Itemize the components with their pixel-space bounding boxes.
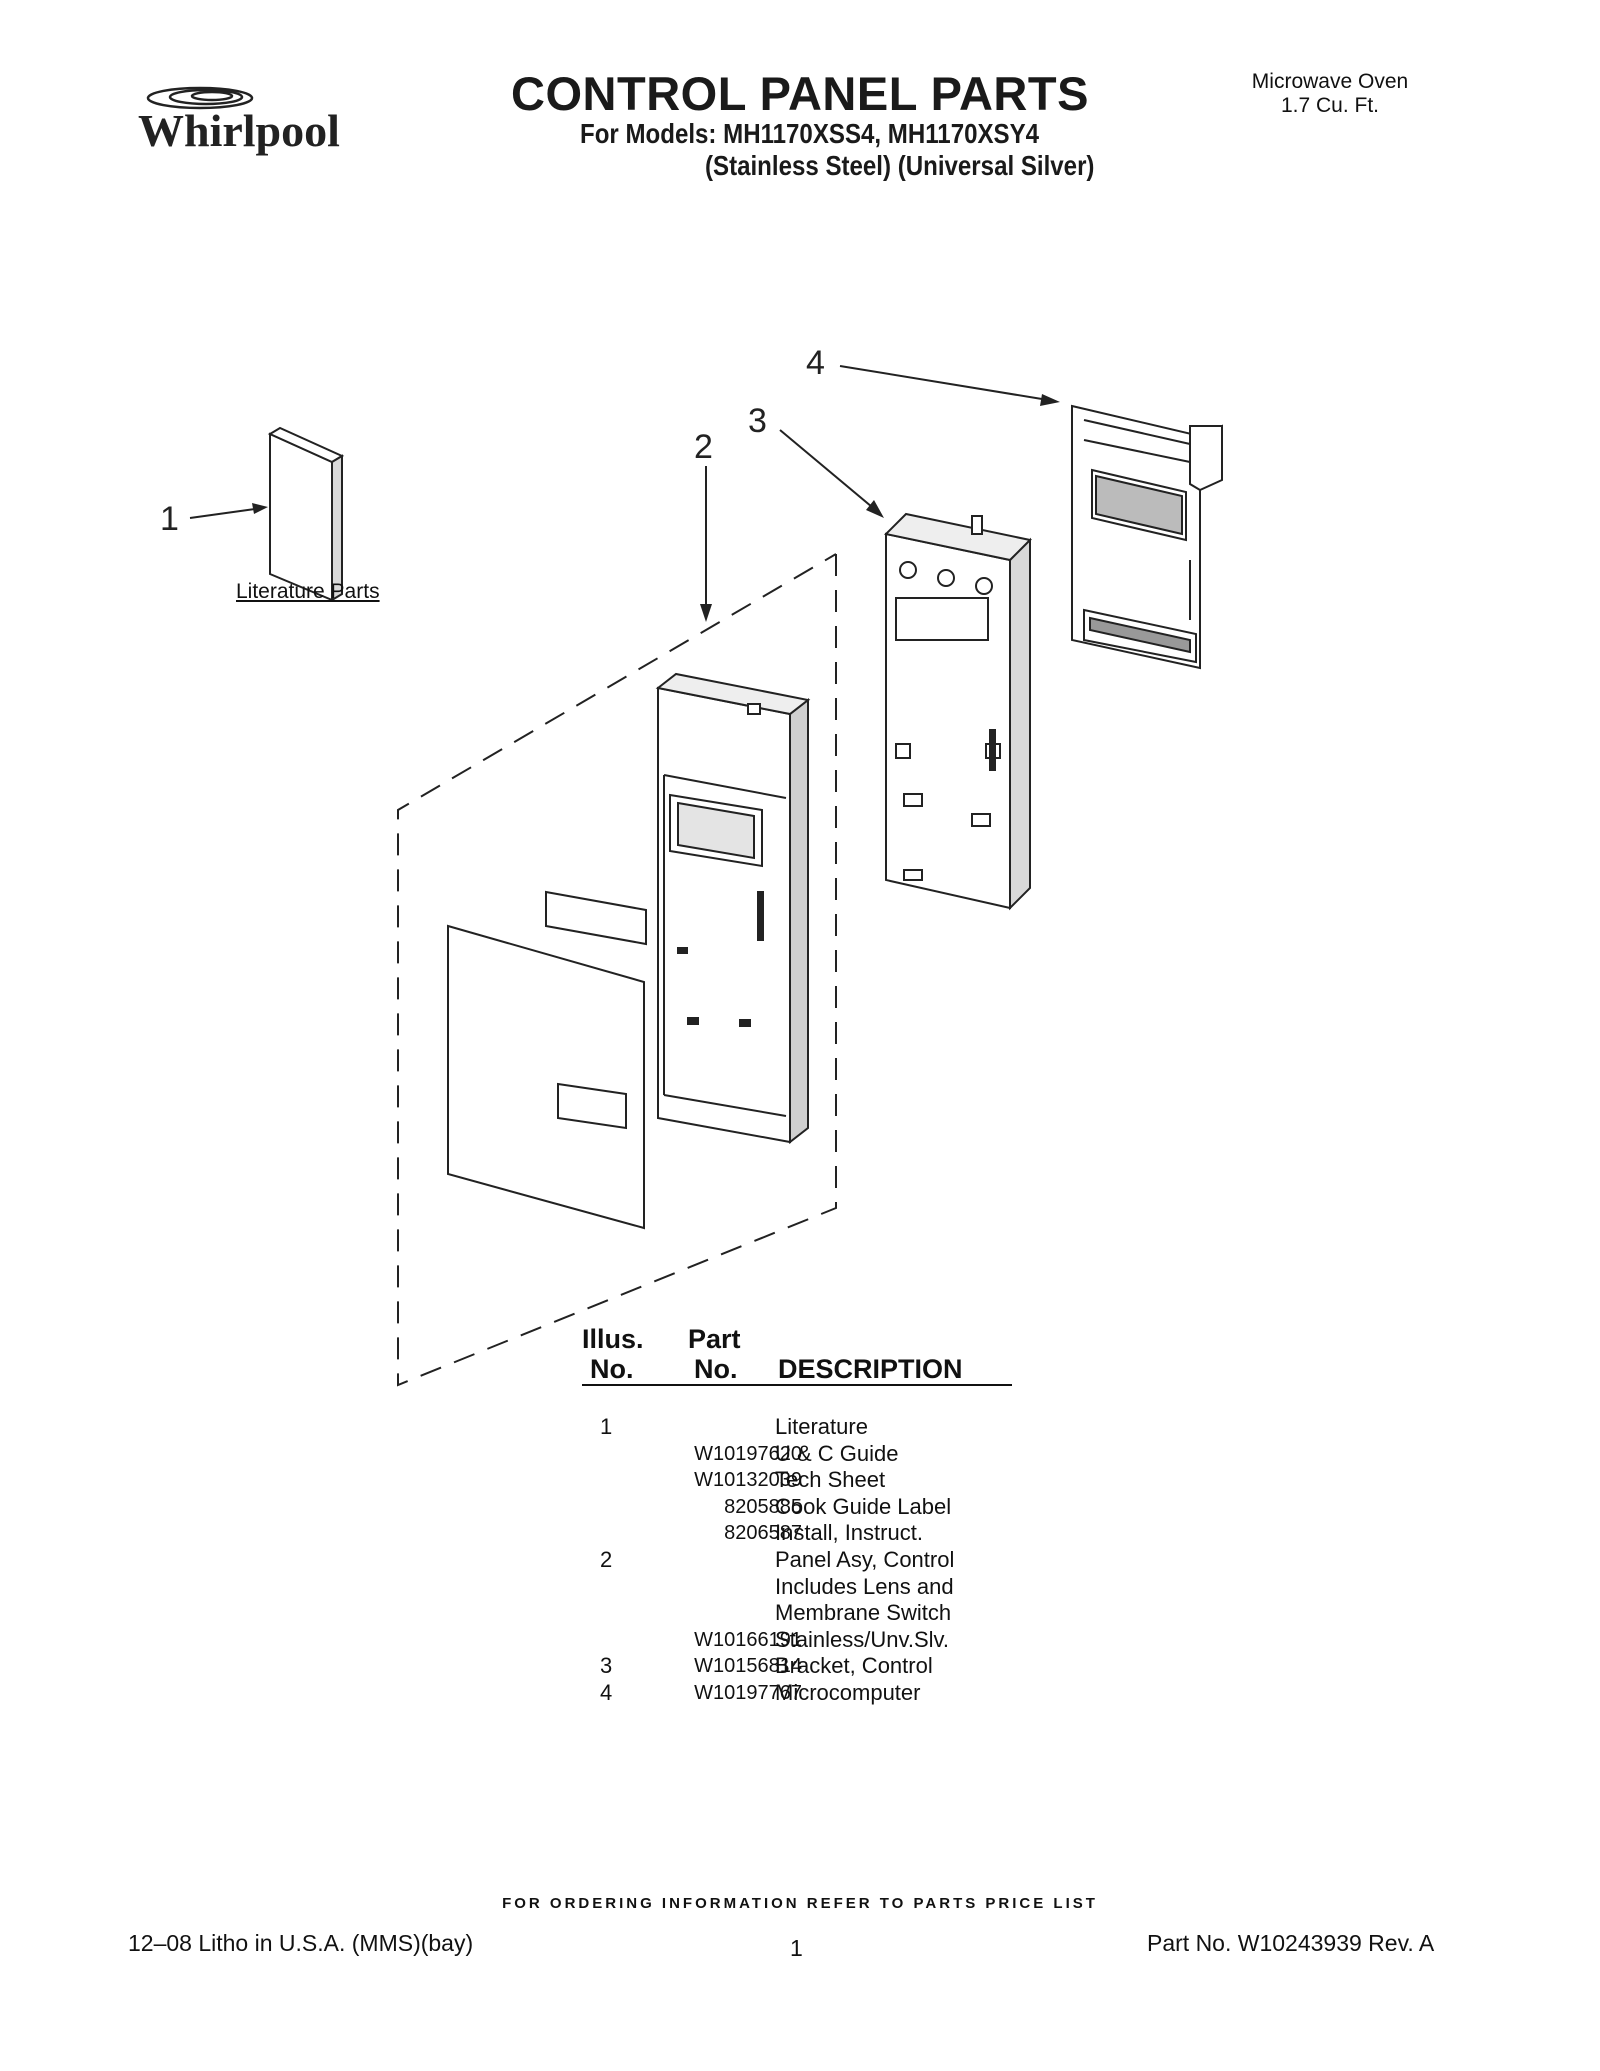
part-description: Bracket, Control [775, 1653, 933, 1679]
document-part-number: Part No. W10243939 Rev. A [1147, 1930, 1435, 1956]
parts-row: Membrane Switch [582, 1600, 1012, 1627]
callout-4-leader [839, 365, 1049, 401]
parts-row: Includes Lens and [582, 1574, 1012, 1601]
exploded-parts-diagram: 1 2 3 4 [160, 344, 1223, 1387]
illus-number: 2 [600, 1546, 613, 1572]
parts-row: 1 Literature [582, 1414, 1012, 1441]
panel-assembly-group-outline [397, 553, 837, 1387]
part-description: Microcomputer [775, 1679, 921, 1705]
part-number: W10132039 [694, 1469, 802, 1492]
part-description: Membrane Switch [775, 1600, 952, 1626]
illus-number: 4 [600, 1679, 613, 1705]
part-description: Install, Instruct. [775, 1520, 923, 1546]
callout-1-leader [189, 507, 263, 519]
part-description: Includes Lens and [775, 1573, 954, 1599]
part-description: Cook Guide Label [775, 1493, 952, 1519]
callout-number-2: 2 [694, 428, 713, 466]
part-number: W10197767 [694, 1681, 802, 1704]
part-number: 8205885 [724, 1495, 802, 1518]
brand-wordmark: Whirlpool [138, 105, 340, 156]
ordering-note: FOR ORDERING INFORMATION REFER TO PARTS … [502, 1895, 1098, 1912]
control-bracket-illustration [883, 512, 1033, 911]
header-description: DESCRIPTION [778, 1354, 963, 1384]
control-panel-illustration [655, 672, 811, 1145]
illus-number: 3 [600, 1653, 613, 1679]
header-illus-line1: Illus. [582, 1324, 644, 1354]
models-line: For Models: MH1170XSS4, MH1170XSY4 [580, 118, 1040, 149]
part-number: W10166191 [694, 1628, 802, 1651]
callout-number-3: 3 [748, 402, 767, 440]
literature-booklet-illustration [267, 426, 345, 602]
page-title: CONTROL PANEL PARTS [511, 67, 1089, 120]
callout-3-leader [779, 429, 879, 513]
part-number: W10197620 [694, 1442, 802, 1465]
parts-table-header: Illus. No. Part No. DESCRIPTION [582, 1324, 1012, 1386]
header-part-line2: No. [694, 1354, 738, 1384]
callout-number-4: 4 [806, 344, 825, 382]
parts-row: 2 Panel Asy, Control [582, 1547, 1012, 1574]
product-info: Microwave Oven 1.7 Cu. Ft. [1240, 70, 1420, 118]
header-part-line1: Part [688, 1324, 741, 1354]
part-description: Tech Sheet [775, 1467, 886, 1493]
callout-number-1: 1 [160, 500, 179, 538]
finishes-line: (Stainless Steel) (Universal Silver) [705, 150, 1095, 181]
illus-number: 1 [600, 1414, 613, 1439]
litho-info: 12–08 Litho in U.S.A. (MMS)(bay) [128, 1930, 474, 1956]
part-description: U & C Guide [775, 1440, 899, 1466]
microcomputer-board-illustration [1071, 404, 1223, 670]
part-number: W10156814 [694, 1655, 802, 1678]
part-number: 8206587 [724, 1522, 802, 1545]
part-description: Literature [775, 1414, 868, 1439]
lens-illustration [447, 924, 645, 1230]
window-lens-illustration [545, 890, 647, 946]
whirlpool-logo: Whirlpool [138, 86, 340, 156]
part-description: Panel Asy, Control [775, 1546, 955, 1572]
product-type: Microwave Oven [1251, 70, 1409, 93]
literature-parts-label: Literature Parts [236, 580, 380, 603]
product-capacity: 1.7 Cu. Ft. [1280, 94, 1380, 117]
part-description: Stainless/Unv.Slv. [775, 1626, 950, 1652]
membrane-tab-illustration [557, 1082, 627, 1130]
page-number: 1 [790, 1935, 803, 1961]
header-illus-line2: No. [590, 1354, 634, 1384]
